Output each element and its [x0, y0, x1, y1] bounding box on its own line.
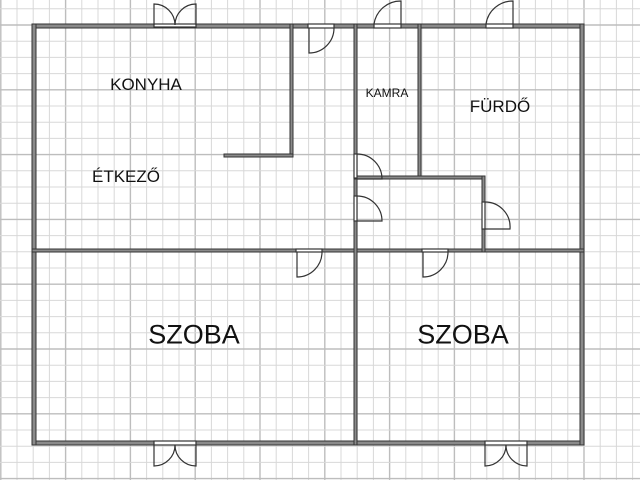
door-szoba-2[interactable]	[421, 248, 449, 278]
room-label-kamra: KAMRA	[365, 86, 409, 100]
doors	[153, 0, 528, 467]
door-szoba-2-balcony-double[interactable]	[484, 440, 528, 467]
room-label-furdo: FÜRDŐ	[469, 97, 531, 116]
room-label-etkezo: ÉTKEZŐ	[91, 167, 161, 186]
room-label-szoba-2: SZOBA	[417, 319, 509, 350]
wall-right	[579, 23, 585, 446]
door-top-entrance-double[interactable]	[153, 3, 197, 28]
door-furdo-side[interactable]	[481, 201, 511, 230]
wall-center-vertical	[353, 23, 358, 446]
room-label-szoba-1: SZOBA	[148, 319, 240, 350]
door-hall-side[interactable]	[353, 195, 383, 222]
wall-kamra-right	[417, 23, 422, 180]
door-kamra-side[interactable]	[353, 153, 383, 180]
door-kamra-top[interactable]	[373, 0, 402, 29]
wall-kitchen-partition-horizontal	[223, 153, 294, 158]
door-szoba-1[interactable]	[295, 248, 323, 278]
door-szoba-1-balcony-double[interactable]	[153, 440, 197, 467]
door-kitchen-hall[interactable]	[307, 23, 335, 54]
wall-left	[31, 23, 37, 446]
room-label-konyha: KONYHA	[110, 75, 182, 94]
wall-kitchen-partition-vertical	[289, 23, 294, 158]
door-furdo-top[interactable]	[485, 0, 514, 29]
